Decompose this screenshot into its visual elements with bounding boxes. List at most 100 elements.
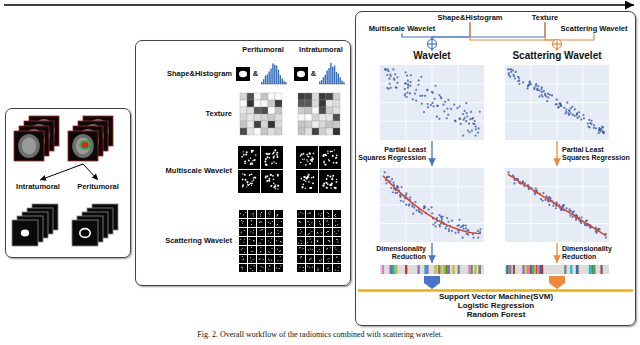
scatter-plot: [418, 211, 420, 213]
scattering-tiles: [270, 242, 271, 243]
feature-barcode: [389, 265, 391, 274]
scattering-tiles: [275, 219, 283, 227]
scattering-tiles: [275, 255, 283, 263]
scatter-plot: [472, 123, 474, 125]
feature-barcode: [537, 265, 539, 274]
wavelet-image: [267, 153, 269, 155]
scattering-tiles: [326, 249, 327, 250]
scattering-tiles: [315, 255, 323, 263]
wavelet-image: [265, 177, 267, 179]
scatter-plot: [404, 88, 406, 90]
scatter-plot: [431, 102, 433, 104]
scattering-tiles: [327, 248, 328, 249]
feature-barcode: [380, 265, 484, 274]
scattering-tiles: [268, 222, 269, 223]
feature-barcode: [530, 265, 532, 274]
feature-connector: [432, 22, 470, 50]
scatter-plot: [392, 191, 394, 193]
histogram: [281, 79, 282, 84]
wavelet-image: [323, 185, 325, 187]
scatter-plot: [475, 125, 477, 127]
scatter-plot: [399, 194, 401, 196]
scatter-plot: [415, 89, 417, 91]
scatter-plot: [551, 94, 553, 96]
mask-slice-stack: [80, 229, 90, 238]
scattering-tiles: [310, 258, 311, 259]
scattering-tiles: [244, 238, 245, 239]
scattering-tiles: [257, 210, 265, 218]
wavelet-image: [308, 156, 309, 157]
feature-barcode: [564, 265, 566, 274]
wavelet-image: [265, 158, 267, 160]
node-label: Multiscale Wavelet: [369, 25, 435, 34]
texture-matrix: [319, 93, 326, 100]
texture-matrix: [254, 100, 261, 107]
scattering-tiles: [280, 241, 281, 242]
shape-image: [294, 67, 308, 81]
scatter-plot: [434, 98, 436, 100]
texture-matrix: [326, 114, 333, 121]
scatter-plot: [437, 105, 439, 107]
scattering-tiles: [336, 239, 337, 240]
scattering-tiles: [239, 228, 247, 236]
down-arrow: [424, 276, 440, 289]
scatter-plot: [533, 88, 535, 90]
scatter-plot: [461, 237, 463, 239]
wavelet-image: [277, 152, 279, 154]
scattering-tiles: [257, 246, 265, 254]
scattering-tiles: [242, 222, 243, 223]
scatter-plot: [462, 224, 464, 226]
mri-slice-stack: [76, 138, 90, 155]
scatter-plot: [432, 224, 434, 226]
scattering-tiles: [307, 242, 308, 243]
scatter-plot: [431, 212, 433, 214]
scattering-tiles: [309, 224, 310, 225]
histogram: [326, 70, 327, 84]
scattering-tiles: [241, 233, 242, 234]
feature-connector: [470, 22, 557, 50]
scattering-tiles: [271, 259, 272, 260]
scatter-plot: [563, 107, 565, 109]
wavelet-image: [276, 152, 277, 153]
scatter-plot: [549, 197, 551, 199]
wavelet-image: [303, 153, 304, 154]
wavelet-image: [327, 175, 329, 177]
feature-barcode: [447, 265, 449, 274]
wavelet-image: [325, 164, 327, 166]
scattering-tiles: [253, 215, 254, 216]
scattering-tiles: [297, 219, 305, 227]
scatter-plot: [438, 94, 440, 96]
scattering-tiles: [306, 264, 314, 272]
scattering-tiles: [261, 239, 262, 240]
scattering-tiles: [312, 249, 313, 250]
scatter-plot: [546, 100, 548, 102]
scatter-plot: [467, 229, 469, 231]
scatter-plot: [526, 87, 528, 89]
scattering-tiles: [324, 237, 332, 245]
scatter-plot: [479, 228, 481, 230]
histogram: [338, 73, 339, 84]
scattering-tiles: [280, 231, 281, 232]
wavelet-image: [276, 154, 277, 155]
texture-matrix: [298, 114, 305, 121]
scatter-plot: [583, 168, 584, 242]
wavelet-image: [275, 163, 277, 165]
scatter-plot: [471, 118, 473, 120]
scattering-tiles: [275, 228, 283, 236]
wavelet-image: [333, 162, 335, 164]
scattering-tiles: [333, 210, 341, 218]
scatter-plot: [518, 83, 520, 85]
scattering-tiles: [306, 237, 314, 245]
scatter-plot: [574, 108, 576, 110]
texture-matrix: [240, 107, 247, 114]
scattering-tiles: [241, 266, 242, 267]
scatter-plot: [505, 121, 609, 122]
scatter-plot: [453, 103, 455, 105]
scatter-plot: [512, 69, 514, 71]
mri-slice-stack: [22, 138, 36, 155]
scatter-plot: [432, 92, 434, 94]
scatter-plot: [458, 168, 459, 242]
wavelet-image: [277, 154, 278, 155]
scattering-tiles: [260, 258, 261, 259]
feature-barcode: [448, 265, 450, 274]
